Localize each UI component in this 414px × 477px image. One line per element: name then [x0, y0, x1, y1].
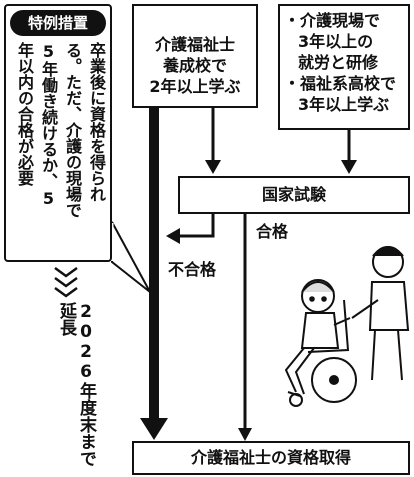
wheelchair-illustration	[284, 246, 410, 407]
fail-label: 不合格	[168, 260, 217, 279]
practice-item2-line1: ・福祉系高校で	[284, 74, 397, 93]
school-box: 介護福祉士 養成校で 2年以上学ぶ	[132, 4, 258, 108]
school-line2: 養成校で	[162, 56, 227, 75]
fail-arrow	[178, 214, 215, 238]
extension-text: 2026年度末まで延長	[56, 302, 96, 467]
national-exam-label: 国家試験	[261, 185, 326, 204]
special-text-line1: 卒業後に資格を得られ	[87, 42, 106, 202]
school-line3: 2年以上学ぶ	[149, 77, 241, 96]
pass-label: 合格	[256, 222, 289, 241]
special-text-line2: る。ただ、介護の現場で	[63, 42, 82, 218]
practice-item1-line2: 3年以上の	[298, 32, 374, 51]
practice-item1-line3: 就労と研修	[298, 53, 379, 72]
special-measure-text: 卒業後に資格を得られ る。ただ、介護の現場で 5年働き続けるか、5 年以内の合格…	[12, 42, 108, 258]
national-exam-box: 国家試験	[178, 176, 410, 214]
practice-item1-line1: ・介護現場で	[284, 11, 381, 30]
practice-box: ・介護現場で 3年以上の 就労と研修 ・福祉系高校で 3年以上学ぶ	[278, 4, 410, 130]
school-to-result-arrow-head	[140, 418, 168, 440]
callout-pointer	[111, 221, 151, 293]
special-measure-badge: 特例措置	[10, 10, 106, 36]
qualification-result-label: 介護福祉士の資格取得	[190, 448, 351, 467]
special-measure-box: 特例措置 卒業後に資格を得られ る。ただ、介護の現場で 5年働き続けるか、5 年…	[4, 4, 112, 262]
special-text-line3: 5年働き続けるか、5	[39, 42, 58, 208]
special-text-line4: 年以内の合格が必要	[15, 42, 34, 186]
extension-chevrons	[54, 266, 78, 298]
qualification-result-box: 介護福祉士の資格取得	[132, 441, 410, 475]
school-line1: 介護福祉士	[154, 35, 235, 54]
practice-item2-line2: 3年以上学ぶ	[298, 95, 390, 114]
